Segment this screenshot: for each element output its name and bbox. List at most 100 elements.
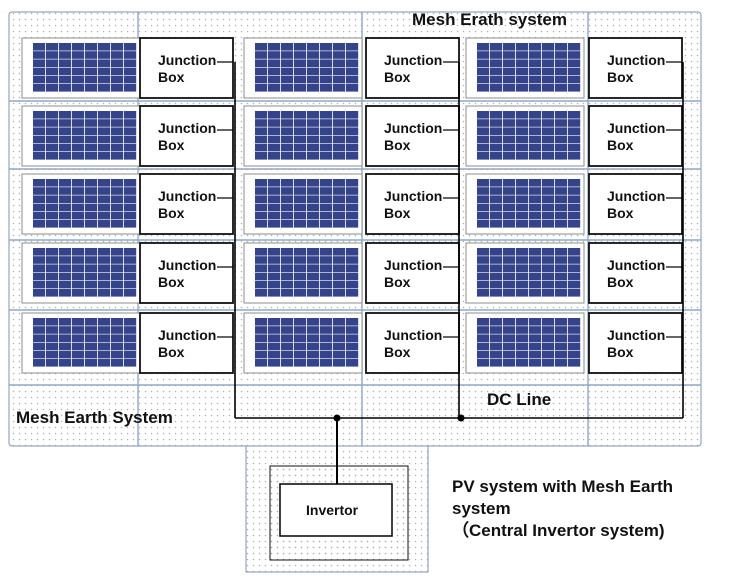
solar-cell bbox=[294, 59, 307, 67]
solar-cell bbox=[542, 84, 555, 92]
solar-cell bbox=[255, 264, 268, 272]
solar-cell bbox=[33, 280, 46, 289]
solar-cell bbox=[281, 334, 294, 342]
solar-cell bbox=[268, 135, 281, 144]
solar-cell bbox=[542, 195, 555, 203]
solar-cell bbox=[307, 211, 320, 220]
solar-cell bbox=[320, 280, 333, 289]
solar-cell bbox=[503, 119, 516, 127]
solar-cell bbox=[294, 179, 307, 187]
solar-cell bbox=[59, 280, 72, 289]
junction-box-label-line2: Box bbox=[607, 344, 634, 360]
solar-cell bbox=[268, 111, 281, 119]
solar-cell bbox=[516, 187, 529, 195]
solar-cell bbox=[529, 51, 542, 59]
solar-cell bbox=[346, 334, 359, 342]
solar-cell bbox=[33, 187, 46, 195]
solar-cell bbox=[307, 179, 320, 187]
solar-cell bbox=[72, 248, 85, 256]
solar-cell bbox=[542, 143, 555, 152]
solar-cell bbox=[59, 220, 72, 228]
solar-cell bbox=[333, 359, 346, 367]
solar-cell bbox=[568, 179, 581, 187]
solar-cell bbox=[59, 326, 72, 334]
solar-cell bbox=[85, 220, 98, 228]
solar-cell bbox=[59, 211, 72, 220]
solar-cell bbox=[490, 350, 503, 359]
solar-cell bbox=[33, 318, 46, 326]
solar-cell bbox=[33, 350, 46, 359]
solar-cell bbox=[307, 359, 320, 367]
junction-box-label-line2: Box bbox=[607, 69, 634, 85]
solar-cell bbox=[529, 248, 542, 256]
solar-cell bbox=[124, 152, 137, 160]
solar-cell bbox=[294, 111, 307, 119]
solar-cell bbox=[320, 59, 333, 67]
solar-cell bbox=[59, 256, 72, 264]
solar-cell bbox=[85, 75, 98, 84]
solar-cell bbox=[307, 289, 320, 297]
solar-cell bbox=[307, 203, 320, 212]
solar-cell bbox=[111, 211, 124, 220]
solar-cell bbox=[555, 334, 568, 342]
solar-cell bbox=[98, 119, 111, 127]
solar-cell bbox=[98, 135, 111, 144]
solar-cell bbox=[85, 264, 98, 272]
solar-cell bbox=[529, 342, 542, 351]
solar-cell bbox=[59, 43, 72, 51]
solar-cell bbox=[294, 280, 307, 289]
solar-cell bbox=[320, 342, 333, 351]
solar-cell bbox=[307, 75, 320, 84]
solar-cell bbox=[333, 187, 346, 195]
solar-cell bbox=[255, 195, 268, 203]
solar-cell bbox=[490, 195, 503, 203]
solar-cell bbox=[529, 84, 542, 92]
solar-cell bbox=[333, 326, 346, 334]
solar-cell bbox=[568, 59, 581, 67]
solar-cell bbox=[346, 51, 359, 59]
solar-cell bbox=[59, 342, 72, 351]
solar-cell bbox=[477, 59, 490, 67]
solar-cell bbox=[320, 334, 333, 342]
solar-cell bbox=[85, 248, 98, 256]
solar-cell bbox=[281, 318, 294, 326]
solar-cell bbox=[529, 195, 542, 203]
solar-cell bbox=[516, 342, 529, 351]
solar-cell bbox=[33, 256, 46, 264]
solar-cell bbox=[346, 75, 359, 84]
solar-cell bbox=[516, 67, 529, 76]
solar-cell bbox=[85, 256, 98, 264]
solar-cell bbox=[555, 84, 568, 92]
solar-cell bbox=[294, 143, 307, 152]
solar-cell bbox=[568, 289, 581, 297]
solar-cell bbox=[490, 211, 503, 220]
solar-cell bbox=[72, 75, 85, 84]
solar-cell bbox=[268, 43, 281, 51]
solar-cell bbox=[98, 152, 111, 160]
solar-cell bbox=[346, 280, 359, 289]
solar-cell bbox=[33, 43, 46, 51]
solar-cell bbox=[294, 84, 307, 92]
solar-cell bbox=[529, 256, 542, 264]
solar-cell bbox=[72, 359, 85, 367]
solar-cell bbox=[477, 152, 490, 160]
solar-cell bbox=[268, 272, 281, 281]
solar-cell bbox=[346, 359, 359, 367]
solar-cell bbox=[33, 59, 46, 67]
junction-box bbox=[139, 37, 234, 99]
solar-cell bbox=[268, 211, 281, 220]
solar-cell bbox=[477, 318, 490, 326]
solar-cell bbox=[320, 43, 333, 51]
solar-cell bbox=[529, 280, 542, 289]
solar-cell bbox=[333, 59, 346, 67]
solar-cell bbox=[281, 152, 294, 160]
solar-cell bbox=[307, 334, 320, 342]
solar-cell bbox=[46, 342, 59, 351]
solar-cell bbox=[516, 248, 529, 256]
solar-cell bbox=[320, 135, 333, 144]
solar-cell bbox=[555, 280, 568, 289]
solar-cell bbox=[281, 119, 294, 127]
solar-cell bbox=[111, 111, 124, 119]
